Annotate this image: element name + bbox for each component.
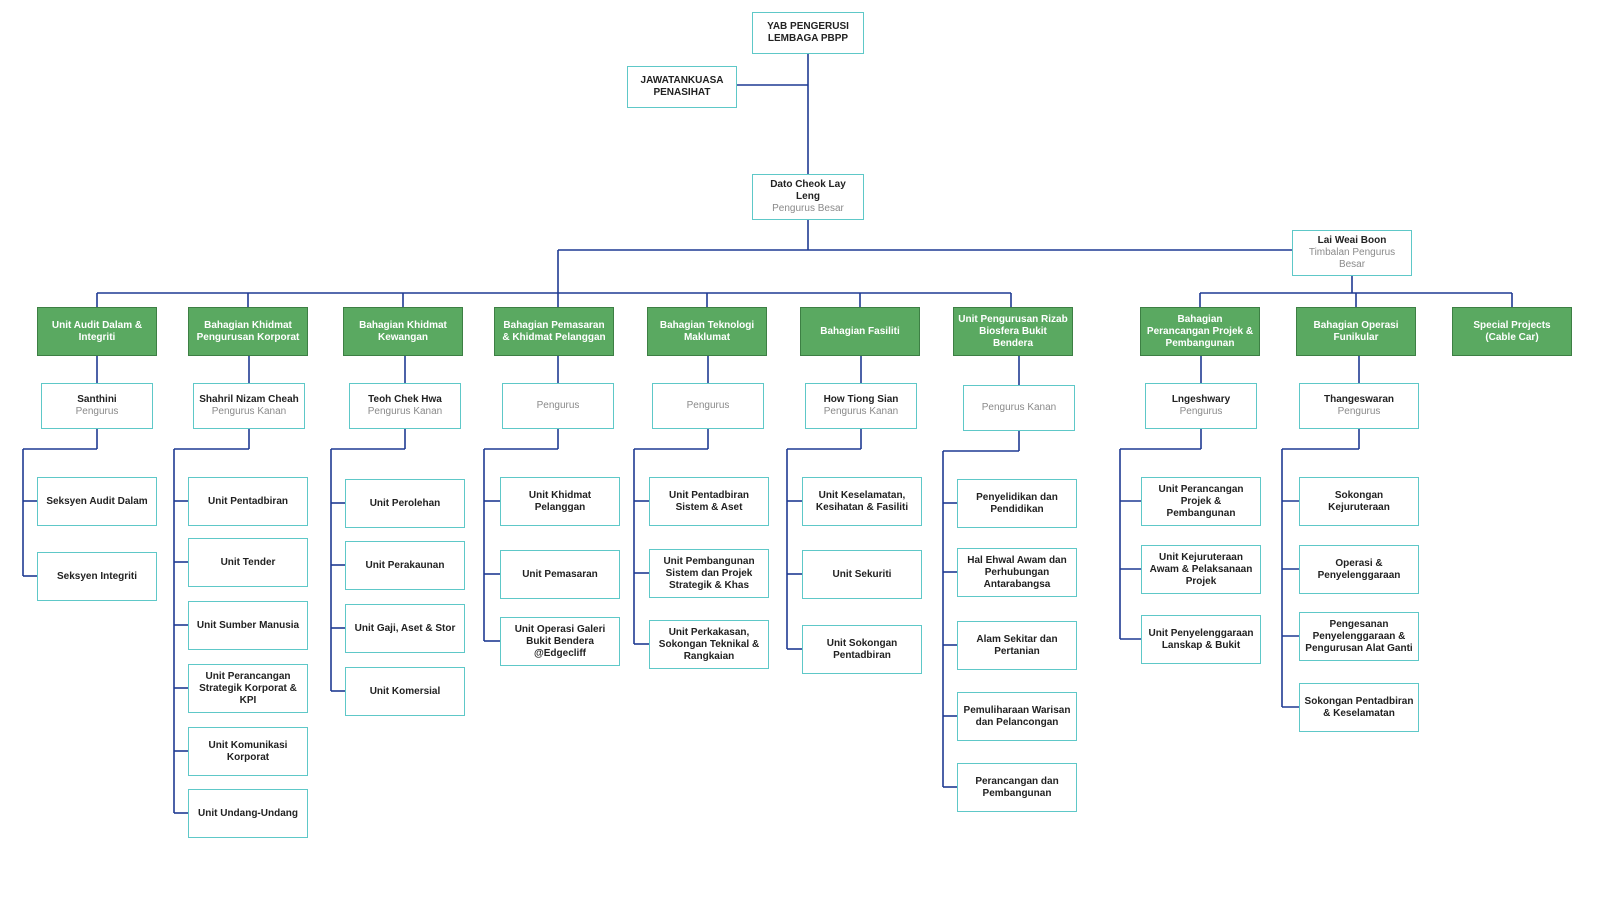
department-box: Bahagian Operasi Funikular xyxy=(1296,307,1416,356)
unit-box: Unit Tender xyxy=(188,538,308,587)
unit-box: Unit Perolehan xyxy=(345,479,465,528)
chairman-label: YAB PENGERUSI LEMBAGA PBPP xyxy=(767,21,849,44)
department-box: Bahagian Khidmat Kewangan xyxy=(343,307,463,356)
department-head-box: Pengurus Kanan xyxy=(963,385,1075,431)
department-box: Unit Pengurusan Rizab Biosfera Bukit Ben… xyxy=(953,307,1073,356)
unit-box: Unit Pembangunan Sistem dan Projek Strat… xyxy=(649,549,769,598)
unit-box: Unit Sumber Manusia xyxy=(188,601,308,650)
department-box: Unit Audit Dalam & Integriti xyxy=(37,307,157,356)
unit-box: Unit Pentadbiran xyxy=(188,477,308,526)
unit-box: Unit Sokongan Pentadbiran xyxy=(802,625,922,674)
department-box: Bahagian Fasiliti xyxy=(800,307,920,356)
unit-box: Hal Ehwal Awam dan Perhubungan Antaraban… xyxy=(957,548,1077,597)
unit-box: Unit Komunikasi Korporat xyxy=(188,727,308,776)
department-box: Special Projects (Cable Car) xyxy=(1452,307,1572,356)
unit-box: Unit Perakaunan xyxy=(345,541,465,590)
unit-box: Unit Undang-Undang xyxy=(188,789,308,838)
deputy-manager-name: Lai Weai Boon xyxy=(1317,235,1387,246)
unit-box: Unit Kejuruteraan Awam & Pelaksanaan Pro… xyxy=(1141,545,1261,594)
department-head-box: Pengurus xyxy=(652,383,764,429)
general-manager-role: Pengurus Besar xyxy=(772,203,844,214)
deputy-manager-box: Lai Weai Boon Timbalan Pengurus Besar xyxy=(1292,230,1412,276)
unit-box: Pengesanan Penyelenggaraan & Pengurusan … xyxy=(1299,612,1419,661)
chairman-box: YAB PENGERUSI LEMBAGA PBPP xyxy=(752,12,864,54)
unit-box: Perancangan dan Pembangunan xyxy=(957,763,1077,812)
unit-box: Unit Khidmat Pelanggan xyxy=(500,477,620,526)
unit-box: Unit Perancangan Strategik Korporat & KP… xyxy=(188,664,308,713)
unit-box: Unit Operasi Galeri Bukit Bendera @Edgec… xyxy=(500,617,620,666)
committee-box: JAWATANKUASA PENASIHAT xyxy=(627,66,737,108)
department-head-box: Pengurus xyxy=(502,383,614,429)
deputy-manager-role: Timbalan Pengurus Besar xyxy=(1308,247,1396,270)
unit-box: Alam Sekitar dan Pertanian xyxy=(957,621,1077,670)
unit-box: Unit Pentadbiran Sistem & Aset xyxy=(649,477,769,526)
committee-label: JAWATANKUASA PENASIHAT xyxy=(640,75,724,98)
unit-box: Operasi & Penyelenggaraan xyxy=(1299,545,1419,594)
department-box: Bahagian Perancangan Projek & Pembanguna… xyxy=(1140,307,1260,356)
unit-box: Seksyen Audit Dalam xyxy=(37,477,157,526)
unit-box: Unit Perkakasan, Sokongan Teknikal & Ran… xyxy=(649,620,769,669)
unit-box: Unit Komersial xyxy=(345,667,465,716)
department-box: Bahagian Pemasaran & Khidmat Pelanggan xyxy=(494,307,614,356)
unit-box: Sokongan Kejuruteraan xyxy=(1299,477,1419,526)
unit-box: Unit Penyelenggaraan Lanskap & Bukit xyxy=(1141,615,1261,664)
department-box: Bahagian Khidmat Pengurusan Korporat xyxy=(188,307,308,356)
unit-box: Unit Gaji, Aset & Stor xyxy=(345,604,465,653)
unit-box: Penyelidikan dan Pendidikan xyxy=(957,479,1077,528)
unit-box: Unit Keselamatan, Kesihatan & Fasiliti xyxy=(802,477,922,526)
general-manager-box: Dato Cheok Lay Leng Pengurus Besar xyxy=(752,174,864,220)
unit-box: Unit Perancangan Projek & Pembangunan xyxy=(1141,477,1261,526)
unit-box: Unit Sekuriti xyxy=(802,550,922,599)
unit-box: Pemuliharaan Warisan dan Pelancongan xyxy=(957,692,1077,741)
department-box: Bahagian Teknologi Maklumat xyxy=(647,307,767,356)
unit-box: Unit Pemasaran xyxy=(500,550,620,599)
unit-box: Sokongan Pentadbiran & Keselamatan xyxy=(1299,683,1419,732)
unit-box: Seksyen Integriti xyxy=(37,552,157,601)
general-manager-name: Dato Cheok Lay Leng xyxy=(770,179,846,202)
